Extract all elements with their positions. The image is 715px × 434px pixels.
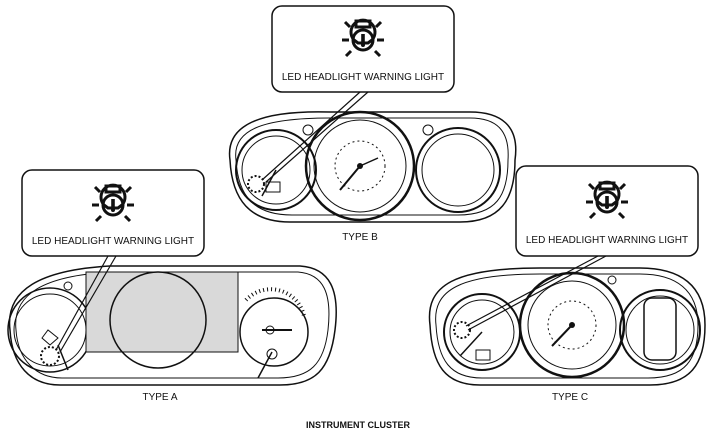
figure-title: INSTRUMENT CLUSTER (306, 420, 410, 430)
callout-label-type-a: LED HEADLIGHT WARNING LIGHT (32, 236, 194, 247)
indicator-highlight-type-a (40, 346, 60, 366)
caption-type-c: TYPE C (552, 392, 588, 403)
callout-label-type-c: LED HEADLIGHT WARNING LIGHT (526, 235, 688, 246)
indicator-highlight-type-c (453, 321, 471, 339)
cluster-type-b (228, 110, 517, 223)
cluster-type-c (428, 267, 706, 386)
display-screen (85, 271, 239, 353)
callout-label-type-b: LED HEADLIGHT WARNING LIGHT (282, 72, 444, 83)
indicator-highlight-type-b (247, 175, 265, 193)
callout-type-a: LED HEADLIGHT WARNING LIGHT (21, 169, 205, 353)
caption-type-b: TYPE B (342, 232, 378, 243)
cluster-type-a (7, 265, 337, 386)
callout-type-b: LED HEADLIGHT WARNING LIGHT (261, 5, 455, 183)
caption-type-a: TYPE A (142, 392, 177, 403)
callout-type-c: LED HEADLIGHT WARNING LIGHT (465, 165, 699, 331)
